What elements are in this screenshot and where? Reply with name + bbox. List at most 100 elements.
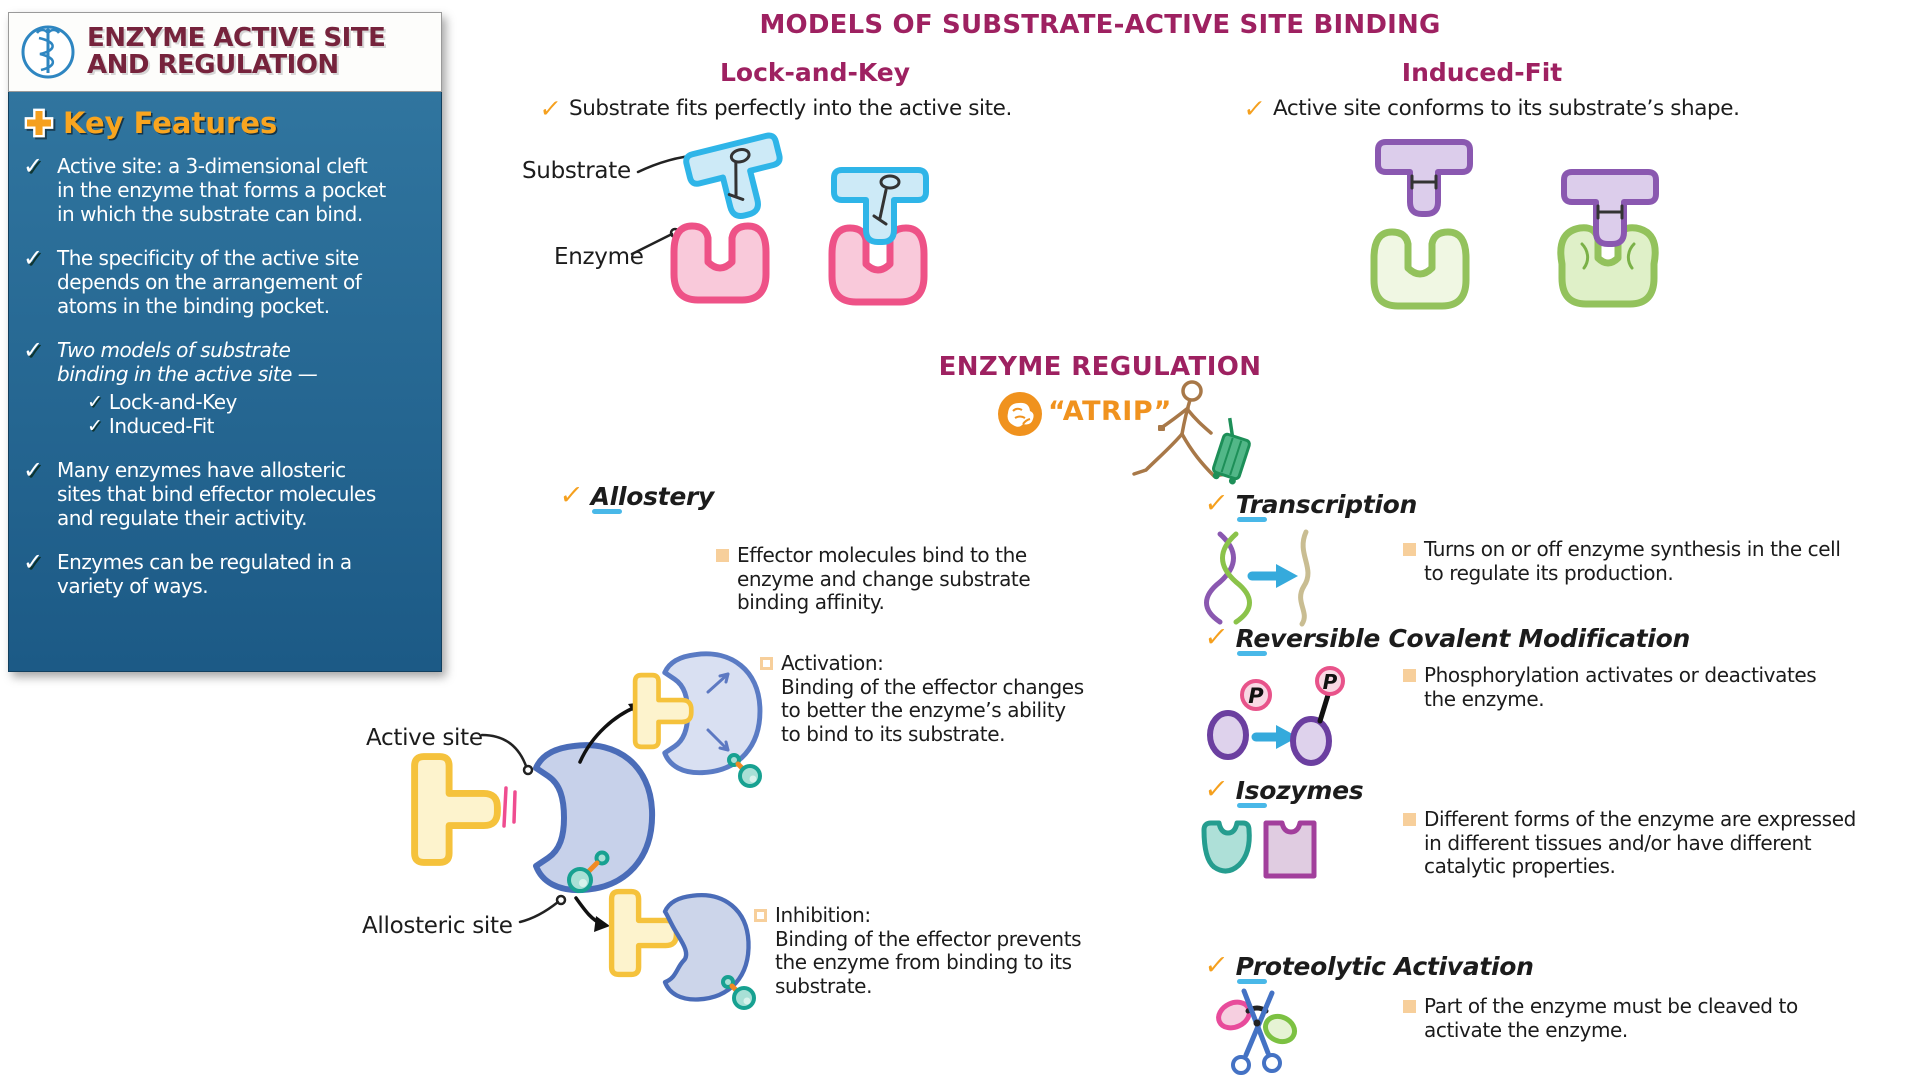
key-feature-text: The specificity of the active site depen… [57,246,362,318]
enzyme-shape-free [674,226,766,300]
allostery-point: Effector molecules bind to the enzyme an… [716,543,1031,615]
covalent-heading: Reversible Covalent Modification [1235,624,1690,656]
key-feature-item: ✓ Active site: a 3-dimensional cleft in … [23,154,429,226]
activation-point: Activation: Binding of the effector chan… [760,651,1084,746]
check-icon: ✓ [23,456,44,484]
inhibition-text: Inhibition: Binding of the effector prev… [775,903,1082,998]
enzyme-pointer-line [630,232,674,256]
induced-fit-point-text: Active site conforms to its substrate’s … [1272,96,1740,121]
enzyme-shape-conformed [1561,228,1655,304]
lock-and-key-point: ✓ Substrate fits perfectly into the acti… [537,94,1012,123]
proteolysis-scissors-diagram [1216,988,1298,1075]
induced-fit-diagram [1330,128,1690,308]
allostery-heading: Allostery [590,482,714,514]
key-features-label: Key Features [63,106,278,140]
allosteric-enzyme-free [415,745,653,891]
isozymes-point: Different forms of the enzyme are expres… [1403,807,1856,879]
sidebar-body: Key Features ✓ Active site: a 3-dimensio… [8,92,442,672]
transcription-point-text: Turns on or off enzyme synthesis in the … [1424,537,1841,585]
key-feature-item: ✓ Many enzymes have allosteric sites tha… [23,458,429,530]
allostery-heading-row: ✓ Allostery [557,480,714,514]
covalent-point-text: Phosphorylation activates or deactivates… [1424,663,1817,711]
bullet-square [1403,1000,1416,1013]
proteolytic-point: Part of the enzyme must be cleaved to ac… [1403,994,1798,1042]
transcription-diagram [1204,529,1311,627]
isozymes-heading: Isozymes [1235,776,1364,808]
active-site-pointer [480,733,528,768]
induced-fit-point: ✓ Active site conforms to its substrate’… [1241,94,1740,123]
enzyme-label: Enzyme [554,244,644,270]
check-icon: ✓ [1202,622,1230,653]
proteolytic-point-text: Part of the enzyme must be cleaved to ac… [1424,994,1798,1042]
check-icon: ✓ [1202,488,1230,519]
substrate-label: Substrate [522,158,631,184]
lock-and-key-point-text: Substrate fits perfectly into the active… [568,96,1012,121]
models-title: MODELS OF SUBSTRATE-ACTIVE SITE BINDING [759,10,1441,40]
bullet-square [1403,543,1416,556]
phosphate-label: P [1248,684,1264,708]
allostery-diagram-canvas [330,640,850,1010]
key-feature-text: Active site: a 3-dimensional cleft in th… [57,154,386,226]
check-icon: ✓ [87,391,103,413]
allosteric-site-pointer [518,900,560,924]
activation-state-diagram [635,654,760,788]
isozymes-diagram [1201,820,1317,879]
activation-text: Activation: Binding of the effector chan… [781,651,1084,746]
proteolytic-heading-row: ✓ Proteolytic Activation [1202,950,1534,984]
regulation-title: ENZYME REGULATION [938,352,1262,382]
substrate-shape-above [1378,142,1470,214]
poster-title: ENZYME ACTIVE SITE AND REGULATION [87,22,386,80]
check-icon: ✓ [23,336,44,364]
isozymes-point-text: Different forms of the enzyme are expres… [1424,807,1856,879]
bullet-square [1403,669,1416,682]
active-site-label: Active site [366,725,483,751]
caduceus-icon [21,25,75,79]
substrate-shape-bound [834,170,926,242]
isozymes-heading-row: ✓ Isozymes [1202,774,1364,808]
covalent-heading-row: ✓ Reversible Covalent Modification [1202,622,1690,656]
activation-arrow [578,704,640,764]
covalent-point: Phosphorylation activates or deactivates… [1403,663,1817,711]
transcription-heading: Transcription [1235,490,1418,522]
key-feature-subitem: ✓ Lock-and-Key [87,390,317,414]
check-icon: ✓ [23,244,44,272]
traveler-figure [1132,380,1251,485]
lock-and-key-diagram [630,128,980,308]
key-feature-item: ✓ The specificity of the active site dep… [23,246,429,318]
transcription-heading-row: ✓ Transcription [1202,488,1418,522]
inhibition-state-diagram [612,892,756,1010]
enzyme-shape-relaxed [1374,232,1466,306]
substrate-shape-free [685,134,792,226]
key-feature-sublist: ✓ Lock-and-Key ✓ Induced-Fit [87,390,317,438]
key-features-header: Key Features [23,106,429,140]
check-icon: ✓ [1241,94,1267,123]
check-icon: ✓ [557,480,585,511]
check-icon: ✓ [87,415,103,437]
subitem-label: Lock-and-Key [108,390,237,414]
check-icon: ✓ [23,152,44,180]
check-icon: ✓ [1202,774,1230,805]
transcription-point: Turns on or off enzyme synthesis in the … [1403,537,1841,585]
sidebar: ENZYME ACTIVE SITE AND REGULATION Key Fe… [8,12,442,672]
substrate-shape-fitted [1564,172,1656,244]
check-icon: ✓ [537,94,563,123]
bullet-square-open [754,909,767,922]
key-feature-text: Enzymes can be regulated in a variety of… [57,550,352,598]
sidebar-header: ENZYME ACTIVE SITE AND REGULATION [8,12,442,92]
plus-icon [24,108,54,138]
check-icon: ✓ [23,548,44,576]
bullet-square-open [760,657,773,670]
pointer-loop [555,894,567,906]
inhibition-point: Inhibition: Binding of the effector prev… [754,903,1082,998]
lock-and-key-heading: Lock-and-Key [719,58,911,87]
bullet-square [716,549,729,562]
key-feature-text: Two models of substrate binding in the a… [57,338,318,386]
key-feature-text: Many enzymes have allosteric sites that … [57,458,376,530]
arrowhead [594,916,610,932]
subitem-label: Induced-Fit [108,414,215,438]
proteolytic-heading: Proteolytic Activation [1235,952,1534,984]
phosphate-label: P [1323,670,1338,694]
pointer-loop [522,764,534,776]
check-icon: ✓ [1202,950,1230,981]
